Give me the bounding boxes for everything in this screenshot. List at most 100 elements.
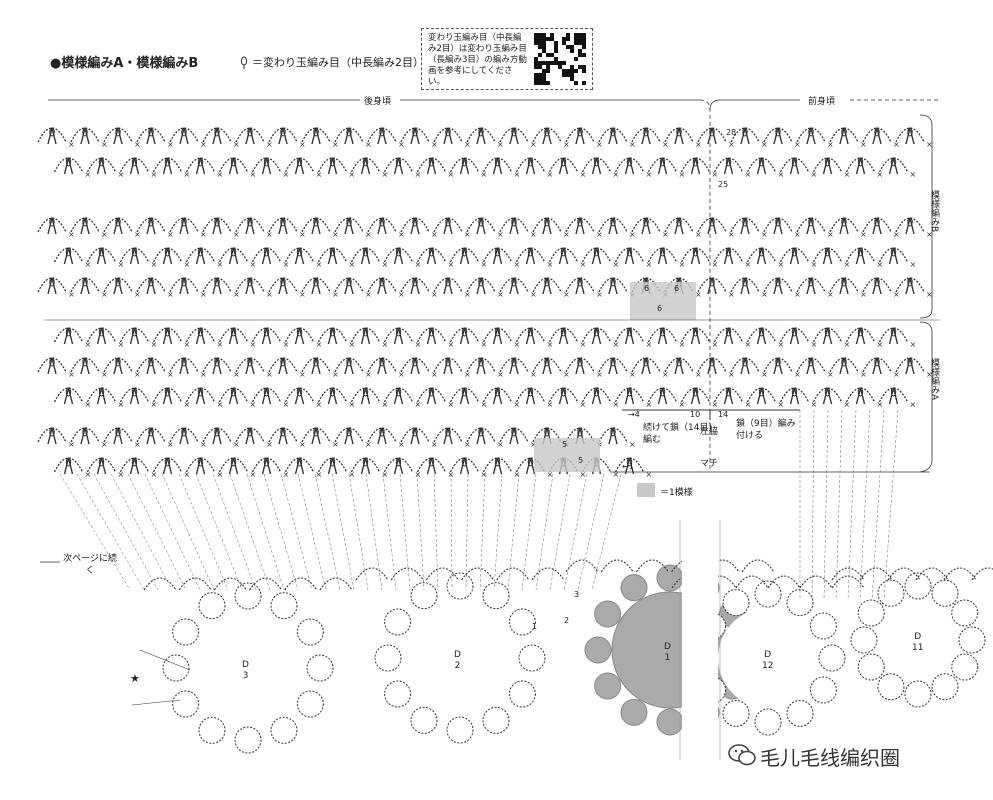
shell-stitch: × — [878, 387, 916, 409]
shell-stitch: × — [878, 327, 917, 349]
shell-stitch: × — [631, 217, 669, 239]
shell-stitch: × — [103, 357, 141, 379]
svg-text:×: × — [448, 170, 455, 179]
svg-text:×: × — [365, 290, 372, 299]
shell-stitch: × — [713, 247, 751, 269]
svg-text:×: × — [398, 370, 405, 379]
svg-text:×: × — [629, 370, 636, 379]
svg-text:×: × — [101, 370, 108, 379]
shell-stitch: × — [482, 387, 520, 409]
row-4-arrow: →4 — [628, 410, 640, 419]
shell-stitch: × — [829, 127, 867, 149]
svg-text:×: × — [481, 340, 488, 349]
shell-stitch: × — [862, 357, 900, 379]
shell-stitch: × — [383, 247, 422, 269]
watermark-text: 毛儿毛线编织圈 — [760, 746, 900, 770]
shell-stitch: × — [829, 357, 867, 379]
svg-text:×: × — [151, 260, 158, 269]
svg-text:×: × — [283, 260, 290, 269]
shell-stitch: × — [499, 357, 537, 379]
svg-text:×: × — [167, 290, 174, 299]
svg-text:×: × — [629, 140, 636, 149]
shell-stitch: × — [680, 387, 718, 409]
shell-stitch: × — [152, 387, 191, 409]
shell-stitch: × — [730, 217, 768, 239]
svg-text:×: × — [629, 440, 636, 449]
shell-stitch: × — [647, 247, 685, 269]
shell-stitch: × — [268, 277, 306, 299]
svg-text:×: × — [778, 400, 785, 409]
chart-structure-lines — [40, 99, 940, 601]
shell-stitch: × — [268, 217, 306, 239]
svg-text:×: × — [266, 290, 273, 299]
svg-text:×: × — [547, 260, 554, 269]
svg-text:×: × — [398, 140, 405, 149]
svg-text:×: × — [415, 400, 422, 409]
svg-text:×: × — [415, 260, 422, 269]
svg-text:×: × — [184, 400, 191, 409]
shell-stitch: × — [664, 217, 702, 239]
qr-code-icon[interactable] — [534, 33, 586, 85]
shell-stitch: × — [796, 357, 834, 379]
svg-text:×: × — [299, 290, 306, 299]
svg-text:×: × — [910, 340, 917, 349]
shell-stitch: × — [713, 327, 751, 349]
shell-stitch: × — [70, 357, 108, 379]
svg-text:×: × — [761, 230, 768, 239]
svg-text:×: × — [761, 140, 768, 149]
shell-stitch: × — [581, 247, 619, 269]
svg-text:×: × — [85, 170, 92, 179]
svg-text:×: × — [794, 230, 801, 239]
wechat-icon — [728, 744, 756, 766]
shell-stitch: × — [565, 277, 603, 299]
svg-text:×: × — [860, 290, 867, 299]
shell-stitch: × — [103, 127, 141, 149]
svg-text:×: × — [844, 400, 851, 409]
symbol-legend-label: ＝変わり玉編み目（中長編み2目） — [252, 56, 424, 69]
svg-text:×: × — [464, 290, 471, 299]
shell-stitch: × — [845, 247, 883, 269]
svg-text:×: × — [266, 370, 273, 379]
shell-stitch: × — [532, 357, 570, 379]
svg-text:×: × — [679, 170, 686, 179]
flower-motif — [355, 567, 565, 744]
shell-stitch: × — [103, 217, 141, 239]
shell-stitch: × — [598, 427, 636, 449]
shell-stitch: × — [796, 217, 834, 239]
shell-stitch: × — [416, 327, 455, 349]
svg-text:×: × — [481, 260, 488, 269]
shell-stitch: × — [400, 127, 438, 149]
row-25-label: 25 — [718, 180, 729, 189]
svg-text:×: × — [283, 340, 290, 349]
shell-stitch: × — [284, 457, 322, 479]
shell-stitch: × — [862, 127, 900, 149]
svg-text:×: × — [794, 370, 801, 379]
svg-text:×: × — [596, 230, 603, 239]
shell-stitch: × — [86, 457, 124, 479]
shell-stitch: × — [53, 387, 91, 409]
svg-text:×: × — [68, 140, 75, 149]
shell-stitch: × — [400, 277, 438, 299]
shell-stitch: × — [185, 387, 223, 409]
svg-text:×: × — [299, 370, 306, 379]
shell-stitch: × — [581, 387, 619, 409]
shell-stitch: × — [251, 157, 289, 179]
shell-stitch: × — [647, 327, 685, 349]
svg-text:×: × — [448, 340, 455, 349]
shell-stitch: × — [367, 127, 405, 149]
shell-stitch: × — [631, 127, 669, 149]
shell-stitch: × — [433, 427, 471, 449]
svg-text:×: × — [662, 230, 669, 239]
svg-text:×: × — [217, 170, 224, 179]
svg-text:×: × — [266, 140, 273, 149]
shell-stitch: × — [251, 457, 289, 479]
shell-stitch: × — [136, 427, 174, 449]
shell-stitch: × — [301, 127, 339, 149]
svg-text:×: × — [382, 400, 389, 409]
svg-text:×: × — [695, 370, 702, 379]
svg-text:×: × — [514, 260, 521, 269]
svg-text:×: × — [167, 370, 174, 379]
shell-stitch: × — [812, 247, 850, 269]
shell-stitch: × — [499, 427, 537, 449]
